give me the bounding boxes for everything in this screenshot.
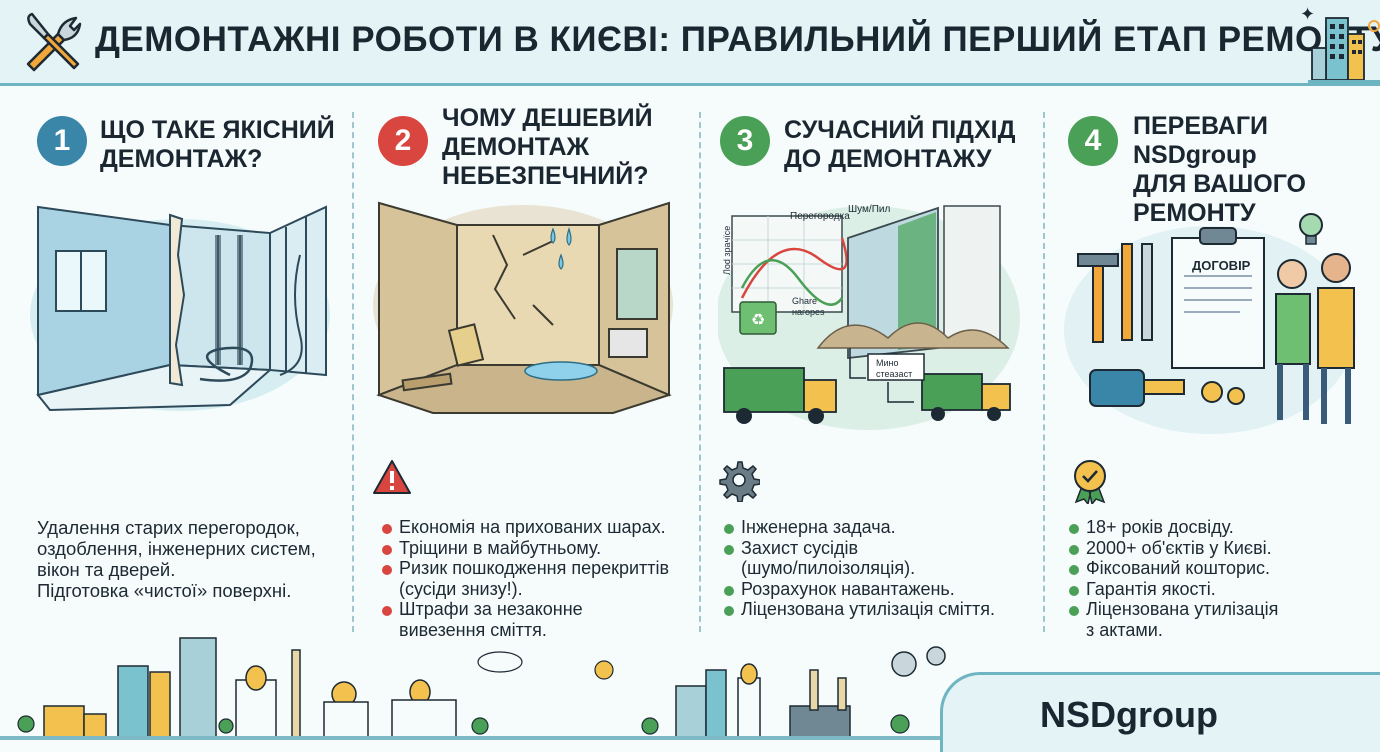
list-item: Економія на прихованих шарах. xyxy=(381,517,669,538)
list-item: Розрахунок навантажень. xyxy=(723,579,995,600)
page-title: ДЕМОНТАЖНІ РОБОТИ В КИЄВІ: ПРАВИЛЬНИЙ ПЕ… xyxy=(95,20,1380,59)
list-item-continuation: вивезення сміття. xyxy=(399,619,547,640)
svg-text:♻: ♻ xyxy=(751,310,765,329)
step-number-badge: 4 xyxy=(1068,116,1118,166)
chart-label: Перегородка xyxy=(790,211,850,222)
gear-icon xyxy=(719,461,760,502)
quality-badge-icon xyxy=(1074,460,1106,504)
column-divider xyxy=(352,112,354,632)
column-divider xyxy=(699,112,701,632)
column-divider xyxy=(1043,112,1045,632)
list-item: Інженерна задача. xyxy=(723,517,995,538)
damaged-room-illustration xyxy=(373,201,673,414)
header-banner xyxy=(0,0,1380,86)
buildings-icon xyxy=(1308,17,1380,84)
clean-room-illustration xyxy=(30,205,330,412)
list-item-continuation: (сусіди знизу!). xyxy=(399,578,523,599)
step-number-badge: 1 xyxy=(37,116,87,166)
ground-line xyxy=(0,736,960,740)
list-item: Ризик пошкодження перекриттів xyxy=(381,558,669,579)
step-number-badge: 3 xyxy=(720,116,770,166)
list-item: Штрафи за незаконне xyxy=(381,599,669,620)
sparkle-icon: ✦ xyxy=(1300,4,1316,24)
section-bullet-list: Економія на прихованих шарах. Тріщини в … xyxy=(381,517,669,640)
list-item-continuation: з актами. xyxy=(1086,619,1163,640)
list-item-continuation: (шумо/пилоізоляція). xyxy=(741,558,916,578)
kyiv-skyline-illustration xyxy=(17,637,946,739)
axis-label: Лоd зрaчїcе xyxy=(722,225,732,275)
list-item: Гарантія якості. xyxy=(1068,579,1278,600)
list-item: Ліцензована утилізація xyxy=(1068,599,1278,620)
list-item: Ліцензована утилізація сміття. xyxy=(723,599,995,620)
warning-icon xyxy=(373,460,411,494)
contract-label: ДОГОВІР xyxy=(1192,258,1251,273)
list-item: Тріщини в майбутньому. xyxy=(381,538,669,559)
list-item: 2000+ об'єктів у Києві. xyxy=(1068,538,1278,559)
list-item: 18+ років досвіду. xyxy=(1068,517,1278,538)
tools-icon xyxy=(26,12,82,72)
section-bullet-list: Інженерна задача. Захист сусідів (шумо/п… xyxy=(723,517,995,620)
step-number-badge: 2 xyxy=(378,116,428,166)
lightbulb-icon xyxy=(1299,213,1323,245)
section-description: Удалення старих перегородок, оздоблення,… xyxy=(37,517,316,601)
brand-panel xyxy=(940,672,1380,752)
list-item: Фіксований кошторис. xyxy=(1068,558,1278,579)
advantages-illustration xyxy=(1064,226,1356,434)
noise-label: Шум/Пил xyxy=(848,204,891,215)
list-item: Захист сусідів xyxy=(723,538,995,559)
section-bullet-list: 18+ років досвіду. 2000+ об'єктів у Києв… xyxy=(1068,517,1278,640)
modern-demolition-illustration: ♻ xyxy=(718,205,1020,430)
brand-name: NSDgroup xyxy=(1040,694,1218,735)
